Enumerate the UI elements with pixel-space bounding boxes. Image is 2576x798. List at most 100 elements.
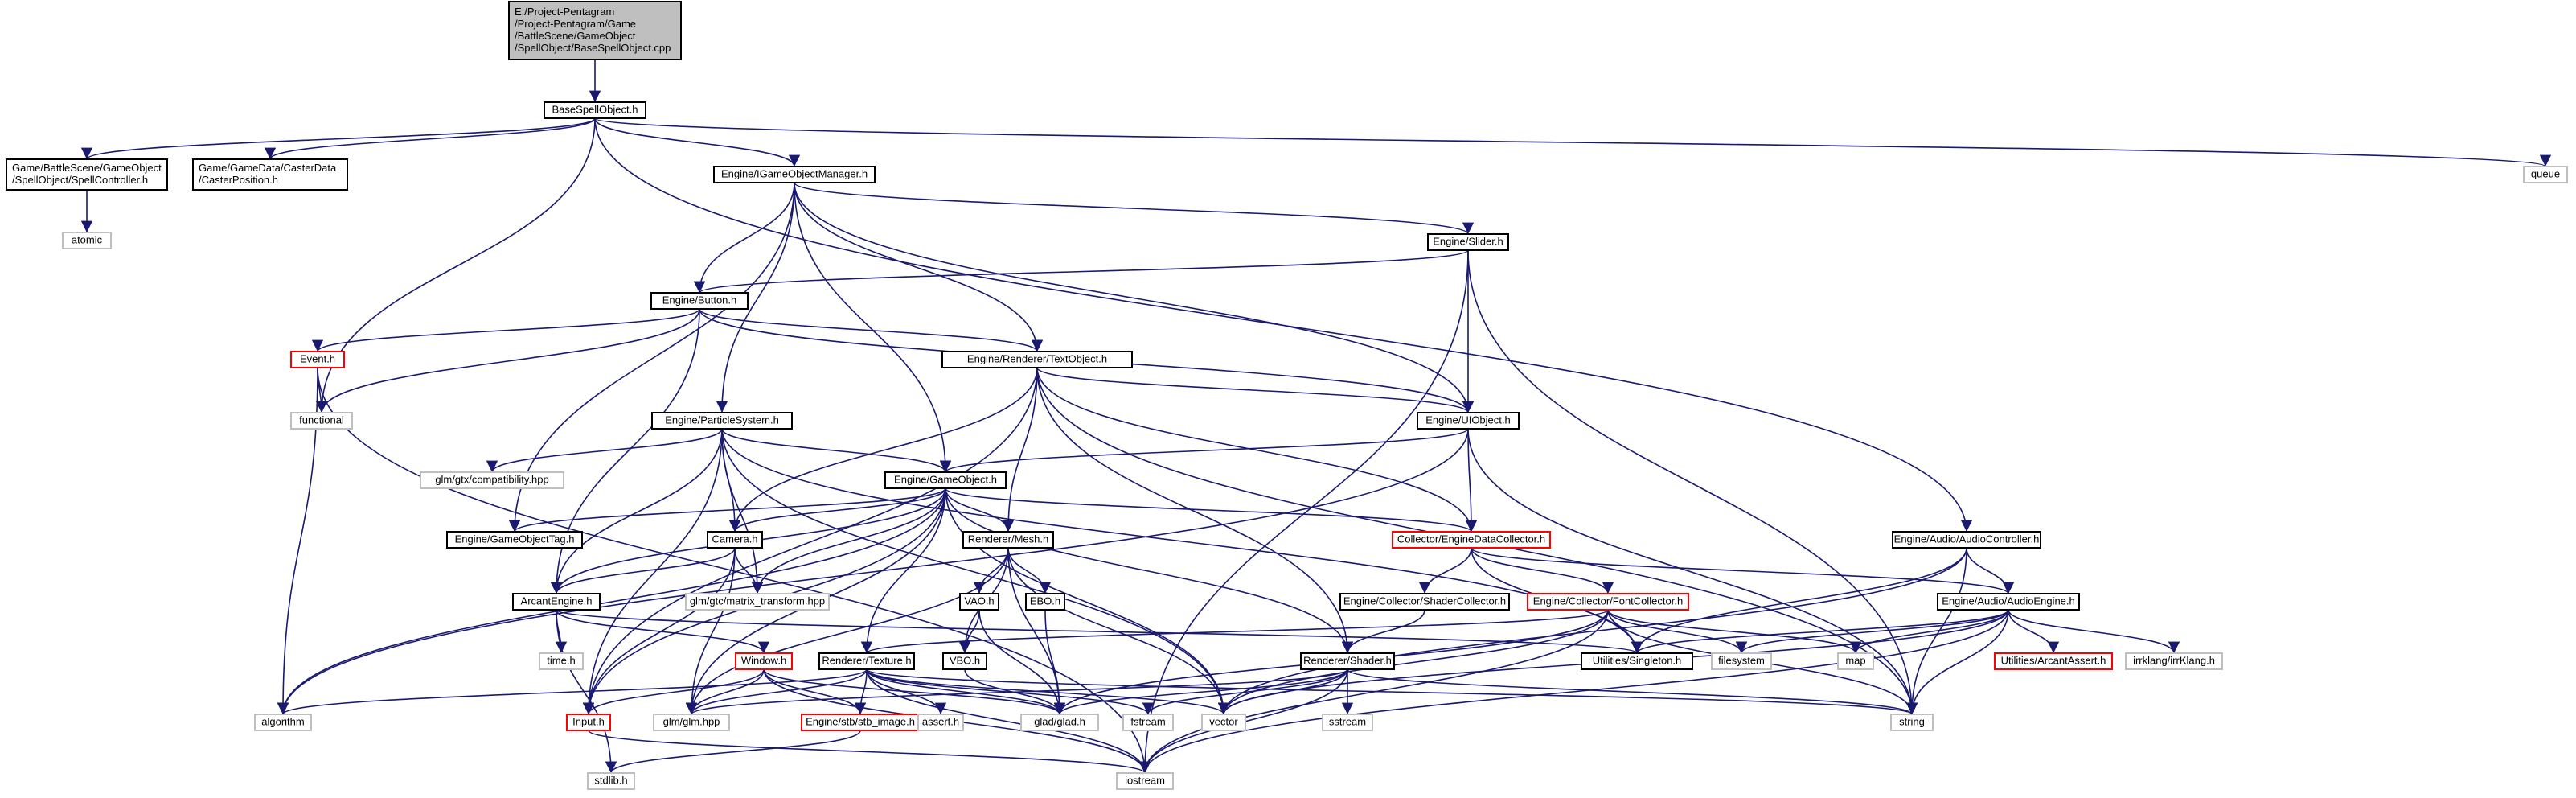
node-event[interactable]: Event.h [290,351,345,368]
node-label: irrklang/irrKlang.h [2133,654,2215,666]
node-glad: glad/glad.h [1020,714,1099,731]
node-box [1892,531,2041,549]
node-gameobj[interactable]: Engine/GameObject.h [884,471,1007,489]
node-button[interactable]: Engine/Button.h [650,292,749,310]
node-box [1890,714,1934,731]
node-textobj[interactable]: Engine/Renderer/TextObject.h [941,351,1133,368]
edge-igom-to-button [693,182,795,294]
node-label: Renderer/Texture.h [822,654,911,666]
node-label: E:/Project-Pentagram [515,6,614,18]
edge-particle-to-arcant [550,428,723,594]
node-arcant[interactable]: ArcantEngine.h [512,593,601,611]
edge-shader-to-glm [686,668,1348,715]
edge-uiobj-to-string [1467,428,1918,715]
node-label: Game/BattleScene/GameObject [12,162,162,174]
node-label: glad/glad.h [1034,715,1085,727]
node-box [254,714,312,731]
node-vbo[interactable]: VBO.h [942,652,987,670]
node-layer: E:/Project-Pentagram/Project-Pentagram/G… [6,1,2568,790]
edge-basespell-to-spellctrl [81,117,596,160]
node-label: Engine/GameObjectTag.h [455,533,575,545]
node-box [941,351,1133,368]
edge-camera-to-arcant [550,547,736,594]
node-label: glm/gtx/compatibility.hpp [435,473,548,485]
node-box [1020,714,1099,731]
node-gotag[interactable]: Engine/GameObjectTag.h [446,531,583,549]
node-vao[interactable]: VAO.h [959,593,999,611]
node-spellctrl[interactable]: Game/BattleScene/GameObject/SpellObject/… [6,158,168,191]
node-box [713,166,876,183]
node-arcassert[interactable]: Utilities/ArcantAssert.h [1994,652,2113,670]
node-camera[interactable]: Camera.h [707,531,763,549]
node-ebo[interactable]: EBO.h [1025,593,1065,611]
node-input[interactable]: Input.h [566,714,611,731]
edge-igom-to-particle [716,182,795,413]
node-fstream: fstream [1122,714,1174,731]
node-label: queue [2531,167,2560,179]
node-label: VAO.h [964,594,994,607]
node-box [1322,714,1373,731]
edge-igom-to-gameobj [794,182,952,473]
node-shadercol[interactable]: Engine/Collector/ShaderCollector.h [1339,593,1510,611]
node-queue: queue [2523,166,2568,183]
edge-slider-to-iostream [1138,249,1469,774]
edge-vao-to-vbo [958,609,980,654]
edge-button-to-textobj [699,308,1043,352]
node-label: Engine/Audio/AudioEngine.h [1942,594,2075,607]
node-box [1711,652,1772,670]
node-root[interactable]: E:/Project-Pentagram/Project-Pentagram/G… [508,1,682,60]
node-window[interactable]: Window.h [735,652,793,670]
node-label: Window.h [741,654,786,666]
node-singleton[interactable]: Utilities/Singleton.h [1581,652,1693,670]
edge-uiobj-to-gameobj [940,428,1469,473]
edge-audioeng-to-map [1849,609,2009,654]
edge-mesh-to-vector [1007,547,1230,715]
node-box [1427,233,1509,251]
node-label: Engine/Renderer/TextObject.h [967,352,1107,364]
node-box [1417,412,1520,430]
node-slider[interactable]: Engine/Slider.h [1427,233,1509,251]
node-box [1122,714,1174,731]
edge-texture-to-iostream [866,668,1151,774]
node-label: /SpellObject/BaseSpellObject.cpp [515,42,671,54]
edge-gameobj-to-edc [945,487,1477,533]
node-igom[interactable]: Engine/IGameObjectManager.h [713,166,876,183]
node-audioctrl[interactable]: Engine/Audio/AudioController.h [1892,531,2041,549]
node-texture[interactable]: Renderer/Texture.h [818,652,915,670]
edge-window-to-glad [763,668,1066,715]
node-label: /SpellObject/SpellController.h [12,174,148,186]
node-edc[interactable]: Collector/EngineDataCollector.h [1392,531,1551,549]
edge-uiobj-to-algorithm [277,428,1469,715]
node-label: Utilities/Singleton.h [1593,654,1682,666]
node-particle[interactable]: Engine/ParticleSystem.h [651,412,793,430]
edge-particle-to-input [582,428,723,715]
node-label: /Project-Pentagram/Game [515,18,636,30]
node-label: Engine/Collector/FontCollector.h [1533,594,1683,607]
node-audioeng[interactable]: Engine/Audio/AudioEngine.h [1937,593,2080,611]
node-fontcol[interactable]: Engine/Collector/FontCollector.h [1527,593,1689,611]
node-box [959,593,999,611]
node-stbimage[interactable]: Engine/stb/stb_image.h [801,714,920,731]
node-label: Engine/ParticleSystem.h [665,413,779,426]
node-box [587,772,635,790]
node-box [512,593,601,611]
edge-arcant-to-singleton [556,609,1643,654]
edge-particle-to-glmmat [721,428,764,594]
node-basespell[interactable]: BaseSpellObject.h [544,101,646,119]
edge-gameobj-to-glmmat [751,487,946,594]
node-mesh[interactable]: Renderer/Mesh.h [962,531,1054,549]
node-shader[interactable]: Renderer/Shader.h [1300,652,1395,670]
edge-audioeng-to-filesystem [1735,609,2009,654]
node-algorithm: algorithm [254,714,312,731]
edge-texture-to-vector [866,668,1229,715]
node-casterpos[interactable]: Game/GameData/CasterData/CasterPosition.… [192,158,348,191]
edge-vao-to-glad [978,609,1066,715]
node-label: Engine/Button.h [662,294,737,306]
node-label: Engine/UIObject.h [1425,413,1511,426]
node-label: vector [1209,715,1238,727]
node-label: glm/glm.hpp [663,715,720,727]
node-uiobj[interactable]: Engine/UIObject.h [1417,412,1520,430]
node-atomic: atomic [62,232,112,249]
node-label: EBO.h [1030,594,1060,607]
